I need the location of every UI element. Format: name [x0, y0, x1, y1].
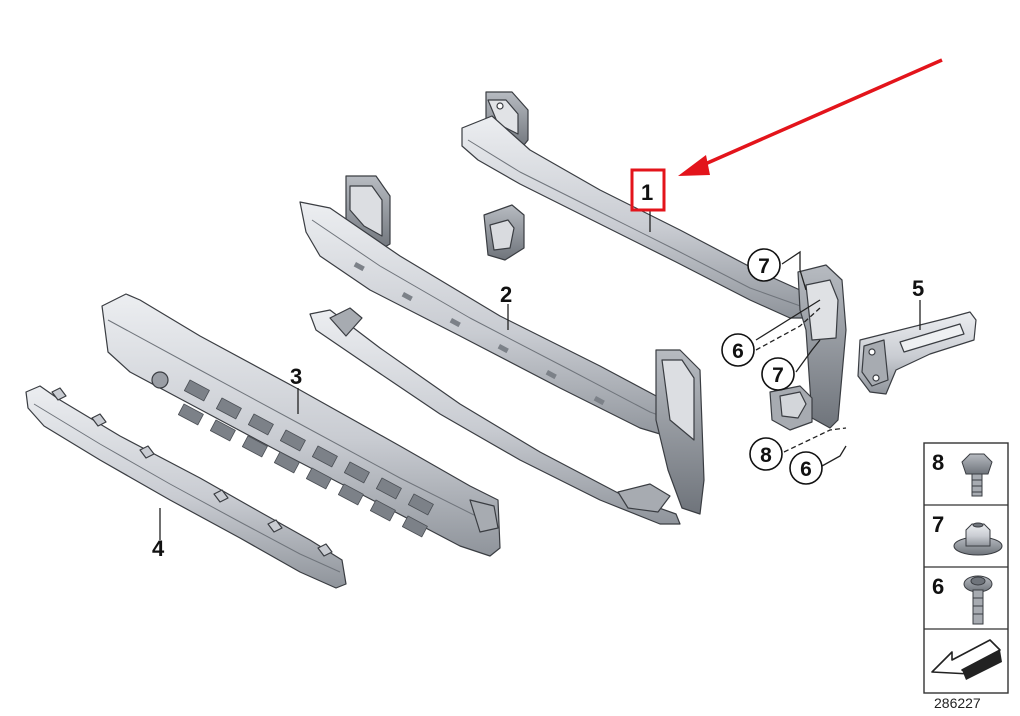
- collar-nut-icon: [953, 522, 1003, 556]
- part-number-1: 1: [641, 180, 653, 205]
- legend-item-8: 8: [932, 450, 993, 497]
- part-1-highlight-box: [630, 168, 666, 212]
- part-number-5: 5: [912, 276, 924, 301]
- part-5-tow-eye: [857, 311, 977, 395]
- callout-8: 8: [760, 444, 772, 467]
- document-number: 286227: [934, 695, 981, 711]
- callout-7-upper: 7: [758, 255, 770, 278]
- legend-number-6: 6: [932, 574, 944, 599]
- callout-6-lower: 6: [800, 458, 812, 481]
- leader-lines: [159, 210, 921, 540]
- legend-number-8: 8: [932, 450, 944, 475]
- callout-6-upper: 6: [732, 340, 744, 363]
- legend-item-6: 6: [932, 574, 993, 625]
- circled-callouts: [721, 248, 823, 485]
- hardware-legend: 8 7 6: [923, 442, 1009, 694]
- part-number-2: 2: [500, 282, 512, 307]
- part-number-4: 4: [152, 536, 165, 561]
- hex-bolt-icon: [961, 453, 993, 497]
- part-number-3: 3: [290, 364, 302, 389]
- callout-7-lower: 7: [772, 364, 784, 387]
- part-3-absorber: [101, 293, 501, 557]
- part-2-bumper-carrier: [299, 175, 705, 525]
- legend-item-7: 7: [932, 512, 1003, 556]
- legend-number-7: 7: [932, 512, 944, 537]
- flange-bolt-icon: [963, 575, 993, 625]
- travel-direction-icon: [931, 639, 1002, 680]
- highlight-arrow: [678, 58, 943, 176]
- part-4-guide-strip: [25, 385, 347, 589]
